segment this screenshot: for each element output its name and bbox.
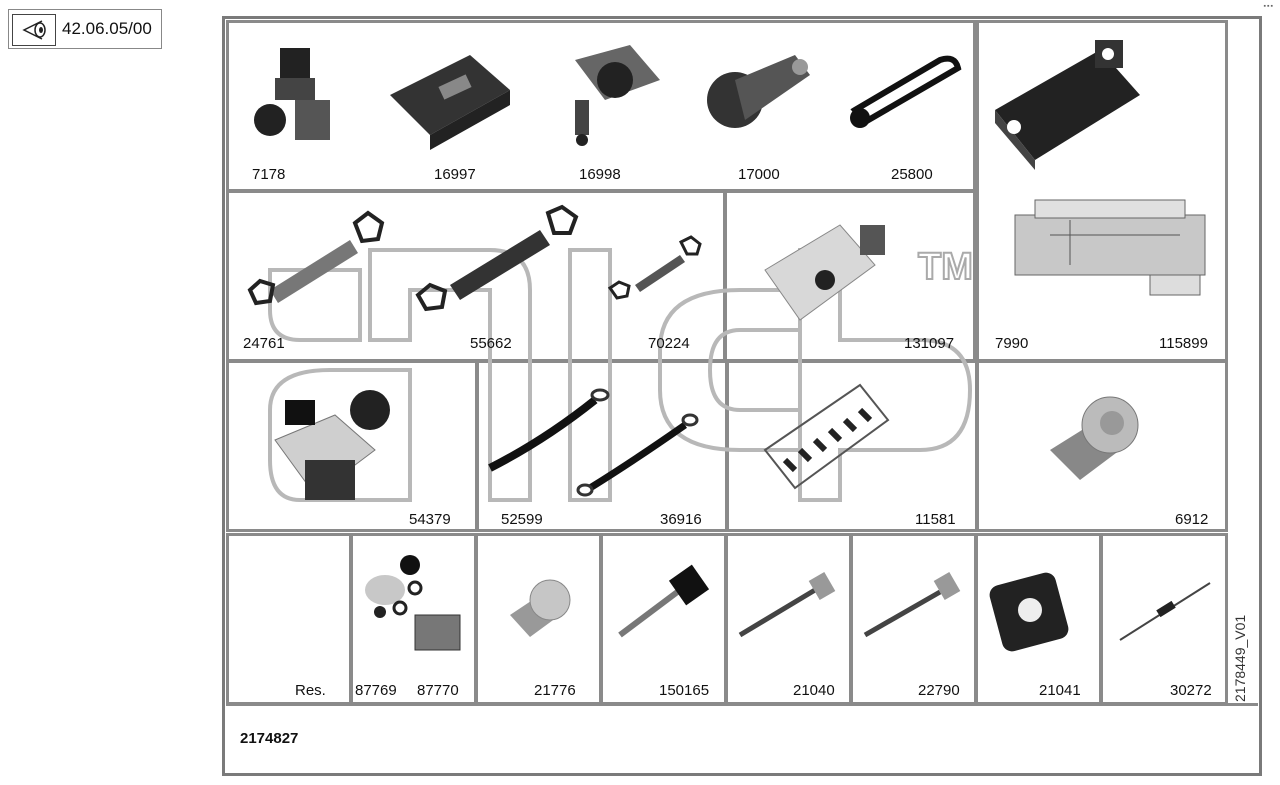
watermark-tm: TM xyxy=(917,245,974,289)
limit-switch-roller-image xyxy=(254,48,330,140)
limit-switch-body-image xyxy=(390,55,510,150)
part-code-25800[interactable]: 25800 xyxy=(891,166,933,183)
part-code-30272[interactable]: 30272 xyxy=(1170,682,1212,699)
reserve-label: Res. xyxy=(295,682,326,699)
solenoid-connector-image xyxy=(274,390,390,500)
limit-switch-plunger-image xyxy=(575,45,660,146)
cable-with-lug-short-image xyxy=(576,413,699,497)
diode-image xyxy=(1119,582,1211,641)
part-code-16998[interactable]: 16998 xyxy=(579,166,621,183)
part-code-150165[interactable]: 150165 xyxy=(659,682,710,699)
proximity-sensor-medium-image xyxy=(415,204,579,312)
part-code-115899[interactable]: 115899 xyxy=(1159,335,1208,352)
drawing-number: 2174827 xyxy=(240,730,299,747)
connector-seal-image xyxy=(989,572,1069,652)
part-code-21041[interactable]: 21041 xyxy=(1039,682,1081,699)
part-code-21776[interactable]: 21776 xyxy=(534,682,576,699)
proximity-sensor-large-image xyxy=(247,210,385,306)
cable-gland-small-image xyxy=(510,579,571,637)
panel-footer xyxy=(226,703,1258,773)
back-arrow-icon xyxy=(22,20,46,40)
part-code-36916[interactable]: 36916 xyxy=(660,511,702,528)
part-code-24761[interactable]: 24761 xyxy=(243,335,285,352)
part-code-11581[interactable]: 11581 xyxy=(915,511,956,528)
part-code-7990[interactable]: 7990 xyxy=(995,335,1029,352)
part-code-16997[interactable]: 16997 xyxy=(434,166,476,183)
diode-array-image xyxy=(763,383,890,490)
valve-connector-image xyxy=(764,224,885,321)
pin-short-image xyxy=(863,571,961,638)
reference-code: 42.06.05/00 xyxy=(62,19,152,38)
relay-socket-image xyxy=(995,40,1140,170)
rod-lever-image xyxy=(850,55,962,128)
part-code-70224[interactable]: 70224 xyxy=(648,335,690,352)
pin-long-image xyxy=(738,571,836,638)
part-code-55662[interactable]: 55662 xyxy=(470,335,512,352)
cable-with-lug-long-image xyxy=(488,388,610,472)
side-document-code: 2178449_V01 xyxy=(1232,614,1248,702)
cable-gland-large-image xyxy=(1050,396,1139,480)
part-code-21040[interactable]: 21040 xyxy=(793,682,835,699)
proximity-sensor-small-image xyxy=(607,235,702,300)
part-code-87769[interactable]: 87769 xyxy=(355,682,397,699)
temperature-probe-image xyxy=(618,564,710,638)
panel-row4-res xyxy=(226,533,352,705)
accessory-kit-image xyxy=(365,555,461,651)
part-code-52599[interactable]: 52599 xyxy=(501,511,543,528)
part-code-54379[interactable]: 54379 xyxy=(409,511,451,528)
corner-mark: ▪▪▪ xyxy=(1263,3,1274,10)
reference-box: 42.06.05/00 xyxy=(8,9,162,49)
part-code-87770[interactable]: 87770 xyxy=(417,682,459,699)
part-code-6912[interactable]: 6912 xyxy=(1175,511,1209,528)
back-button[interactable] xyxy=(12,14,56,46)
part-code-131097[interactable]: 131097 xyxy=(904,335,955,352)
part-code-7178[interactable]: 7178 xyxy=(252,166,286,183)
part-code-17000[interactable]: 17000 xyxy=(738,166,780,183)
part-code-22790[interactable]: 22790 xyxy=(918,682,960,699)
panel-row3-d xyxy=(976,360,1228,532)
roller-lever-image xyxy=(707,55,810,128)
relay-module-image xyxy=(1014,199,1206,296)
